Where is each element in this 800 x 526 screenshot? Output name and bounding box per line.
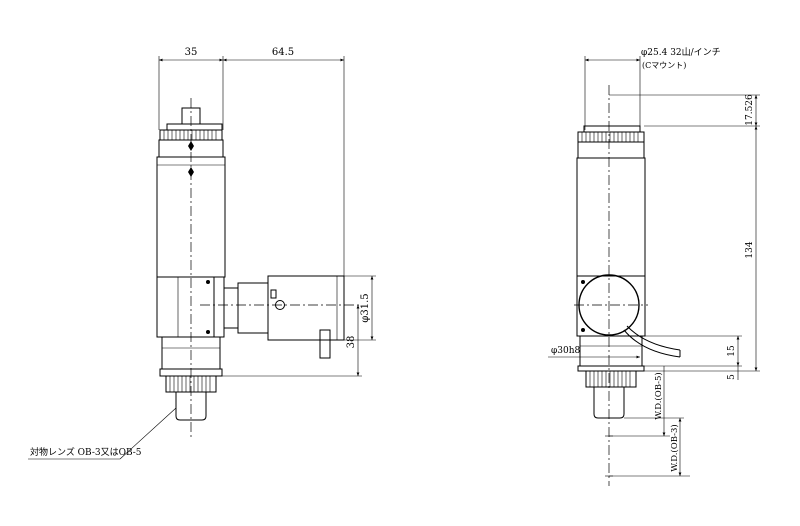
dim-64-5-label: 64.5 [272,47,294,58]
lens-callout-label: 対物レンズ OB-3又はOB-5 [30,446,142,458]
thread-spec-label: φ25.4 32山/インチ [641,47,721,58]
dim-5-label: 5 [727,374,737,380]
wd-ob3-label: W.D.(OB-3) [669,424,680,471]
front-upper-collar [577,141,645,159]
dim-17-526-label: 17.526 [745,94,755,126]
dim-phi-30h8-label: φ30h8 [551,346,581,356]
side-objective-lens [175,392,207,421]
dim-phi-31-5-label: φ31.5 [360,293,371,322]
side-adjust-screw [275,300,285,310]
front-cable [626,325,681,351]
mount-type-label: (Cマウント) [642,61,686,70]
side-view: 35 64.5 [28,47,376,460]
side-arm-tube [267,275,345,341]
front-lower-body [579,335,643,367]
side-arm-collar [237,282,269,334]
front-lower-knurl-ring [585,370,637,388]
side-cube-block [156,276,215,338]
lens-leader-line [119,407,177,460]
side-lower-knurl-ring [165,375,217,393]
front-view: φ25.4 32山/インチ (Cマウント) [548,47,760,486]
front-c-mount [583,125,641,133]
dim-15-label: 15 [727,345,737,357]
front-objective-lens [593,387,625,419]
dim-35-label: 35 [185,47,198,58]
wd-ob5-label: W.D.(OB-5) [653,372,664,419]
dim-134-label: 134 [745,241,755,258]
side-cable-stub [319,329,331,359]
front-main-tube [576,157,646,277]
dim-38-label: 38 [346,336,357,349]
